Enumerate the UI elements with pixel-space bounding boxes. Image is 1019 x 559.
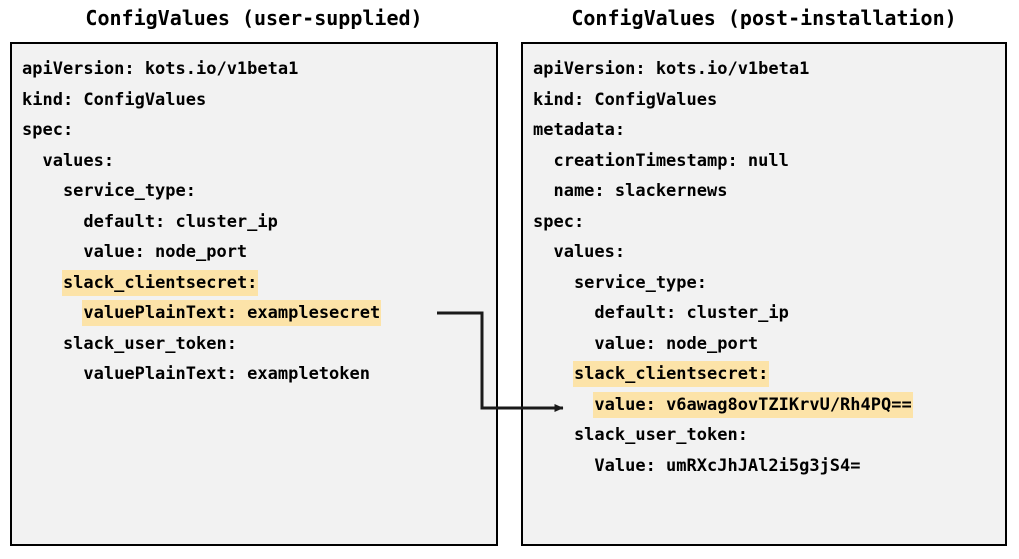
yaml-line: values:: [533, 237, 1001, 268]
yaml-text: Value: umRXcJhJAl2i5g3jS4=: [533, 455, 861, 476]
yaml-line: valuePlainText: examplesecret: [22, 298, 492, 329]
highlighted-text: valuePlainText: examplesecret: [83, 301, 381, 325]
yaml-line: slack_clientsecret:: [533, 359, 1001, 390]
yaml-line: value: node_port: [22, 237, 492, 268]
yaml-line: Value: umRXcJhJAl2i5g3jS4=: [533, 451, 1001, 482]
yaml-text: value: node_port: [22, 242, 248, 262]
yaml-line: metadata:: [533, 115, 1001, 146]
yaml-text: apiVersion: kots.io/v1beta1: [22, 59, 299, 79]
yaml-line: kind: ConfigValues: [22, 85, 492, 116]
yaml-line: name: slackernews: [533, 176, 1001, 207]
yaml-text: default: cluster_ip: [22, 211, 278, 232]
yaml-text: slack_user_token:: [22, 333, 237, 354]
yaml-text: name: slackernews: [533, 181, 728, 201]
yaml-line: apiVersion: kots.io/v1beta1: [533, 54, 1001, 85]
yaml-text: apiVersion: kots.io/v1beta1: [533, 59, 810, 79]
yaml-text: service_type:: [22, 181, 196, 201]
yaml-line: service_type:: [22, 176, 492, 207]
right-panel-title: ConfigValues (post-installation): [571, 6, 957, 30]
yaml-text: values:: [533, 242, 626, 262]
yaml-text: metadata:: [533, 120, 626, 140]
left-yaml-content: apiVersion: kots.io/v1beta1 kind: ConfigV…: [22, 54, 492, 390]
yaml-text: spec:: [22, 120, 74, 140]
highlighted-text: value: v6awag8ovTZIKrvU/Rh4PQ==: [594, 392, 912, 417]
yaml-line: default: cluster_ip: [533, 298, 1001, 329]
right-yaml-content: apiVersion: kots.io/v1beta1 kind: ConfigV…: [533, 54, 1001, 481]
highlighted-text: slack_clientsecret:: [62, 270, 258, 295]
yaml-line: spec:: [22, 115, 492, 146]
yaml-text: [533, 362, 574, 386]
yaml-line: spec:: [533, 207, 1001, 238]
yaml-text: [533, 393, 594, 417]
left-yaml-panel: apiVersion: kots.io/v1beta1 kind: ConfigV…: [10, 42, 498, 546]
yaml-text: default: cluster_ip: [533, 303, 789, 323]
yaml-text: service_type:: [533, 272, 707, 293]
yaml-line: valuePlainText: exampletoken: [22, 359, 492, 390]
yaml-line: slack_clientsecret:: [22, 268, 492, 299]
yaml-line: value: node_port: [533, 329, 1001, 360]
yaml-text: valuePlainText: exampletoken: [22, 364, 370, 384]
yaml-line: kind: ConfigValues: [533, 85, 1001, 116]
yaml-text: slack_user_token:: [533, 425, 748, 445]
yaml-line: service_type:: [533, 268, 1001, 299]
yaml-line: creationTimestamp: null: [533, 146, 1001, 177]
yaml-line: value: v6awag8ovTZIKrvU/Rh4PQ==: [533, 390, 1001, 421]
yaml-line: values:: [22, 146, 492, 177]
yaml-text: spec:: [533, 211, 585, 232]
yaml-line: default: cluster_ip: [22, 207, 492, 238]
yaml-text: value: node_port: [533, 333, 759, 354]
yaml-text: kind: ConfigValues: [22, 89, 207, 110]
yaml-text: [22, 301, 83, 325]
yaml-text: kind: ConfigValues: [533, 89, 718, 110]
highlighted-text: slack_clientsecret:: [573, 362, 769, 386]
yaml-text: creationTimestamp: null: [533, 150, 789, 171]
yaml-text: [22, 271, 63, 295]
yaml-line: slack_user_token:: [22, 329, 492, 360]
right-yaml-panel: apiVersion: kots.io/v1beta1 kind: ConfigV…: [521, 42, 1007, 546]
left-panel-title: ConfigValues (user-supplied): [85, 6, 423, 30]
yaml-line: apiVersion: kots.io/v1beta1: [22, 54, 492, 85]
yaml-line: slack_user_token:: [533, 420, 1001, 451]
yaml-text: values:: [22, 150, 115, 171]
